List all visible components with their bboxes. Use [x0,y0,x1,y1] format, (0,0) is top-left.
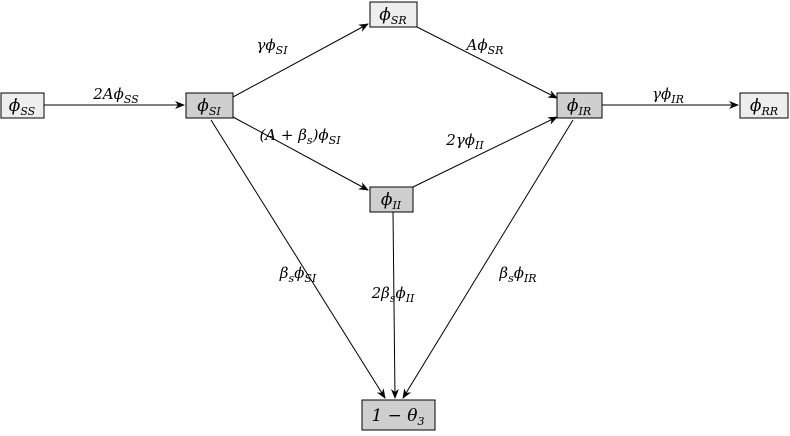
label-ir-theta: βsϕIR [498,264,536,285]
edge-si-ii [232,116,369,191]
svg-text:ϕRR: ϕRR [750,96,778,118]
node-phi-si: ϕSI [185,92,234,119]
edge-si-theta [210,119,386,399]
svg-text:ϕSR: ϕSR [379,5,406,27]
label-ss-si: 2AϕSS [92,85,139,106]
node-phi-sr: ϕSR [369,1,418,28]
svg-text:1 − θ3: 1 − θ3 [371,406,424,428]
svg-text:ϕIR: ϕIR [567,96,591,118]
label-ir-rr: γϕIR [652,85,684,106]
node-phi-ss: ϕSS [0,92,45,119]
label-si-sr: γϕSI [256,36,288,57]
label-si-ii: (A + βs)ϕSI [259,126,341,147]
label-si-theta: βsϕSI [279,264,317,285]
node-phi-ir: ϕIR [556,92,603,119]
edge-ir-theta [402,119,574,399]
edge-ii-theta [390,211,399,399]
svg-text:ϕSS: ϕSS [9,96,36,118]
svg-text:ϕII: ϕII [381,190,402,212]
edge-si-sr [232,23,369,98]
label-ii-ir: 2γϕII [445,131,484,152]
edge-ii-ir [412,116,558,188]
svg-text:ϕSI: ϕSI [197,96,221,118]
node-phi-rr: ϕRR [739,92,789,119]
label-ii-theta: 2βsϕII [371,284,415,305]
edge-sr-ir [416,26,558,99]
label-sr-ir: AϕSR [465,36,504,57]
node-one-minus-theta3: 1 − θ3 [361,399,436,431]
node-phi-ii: ϕII [369,186,414,213]
